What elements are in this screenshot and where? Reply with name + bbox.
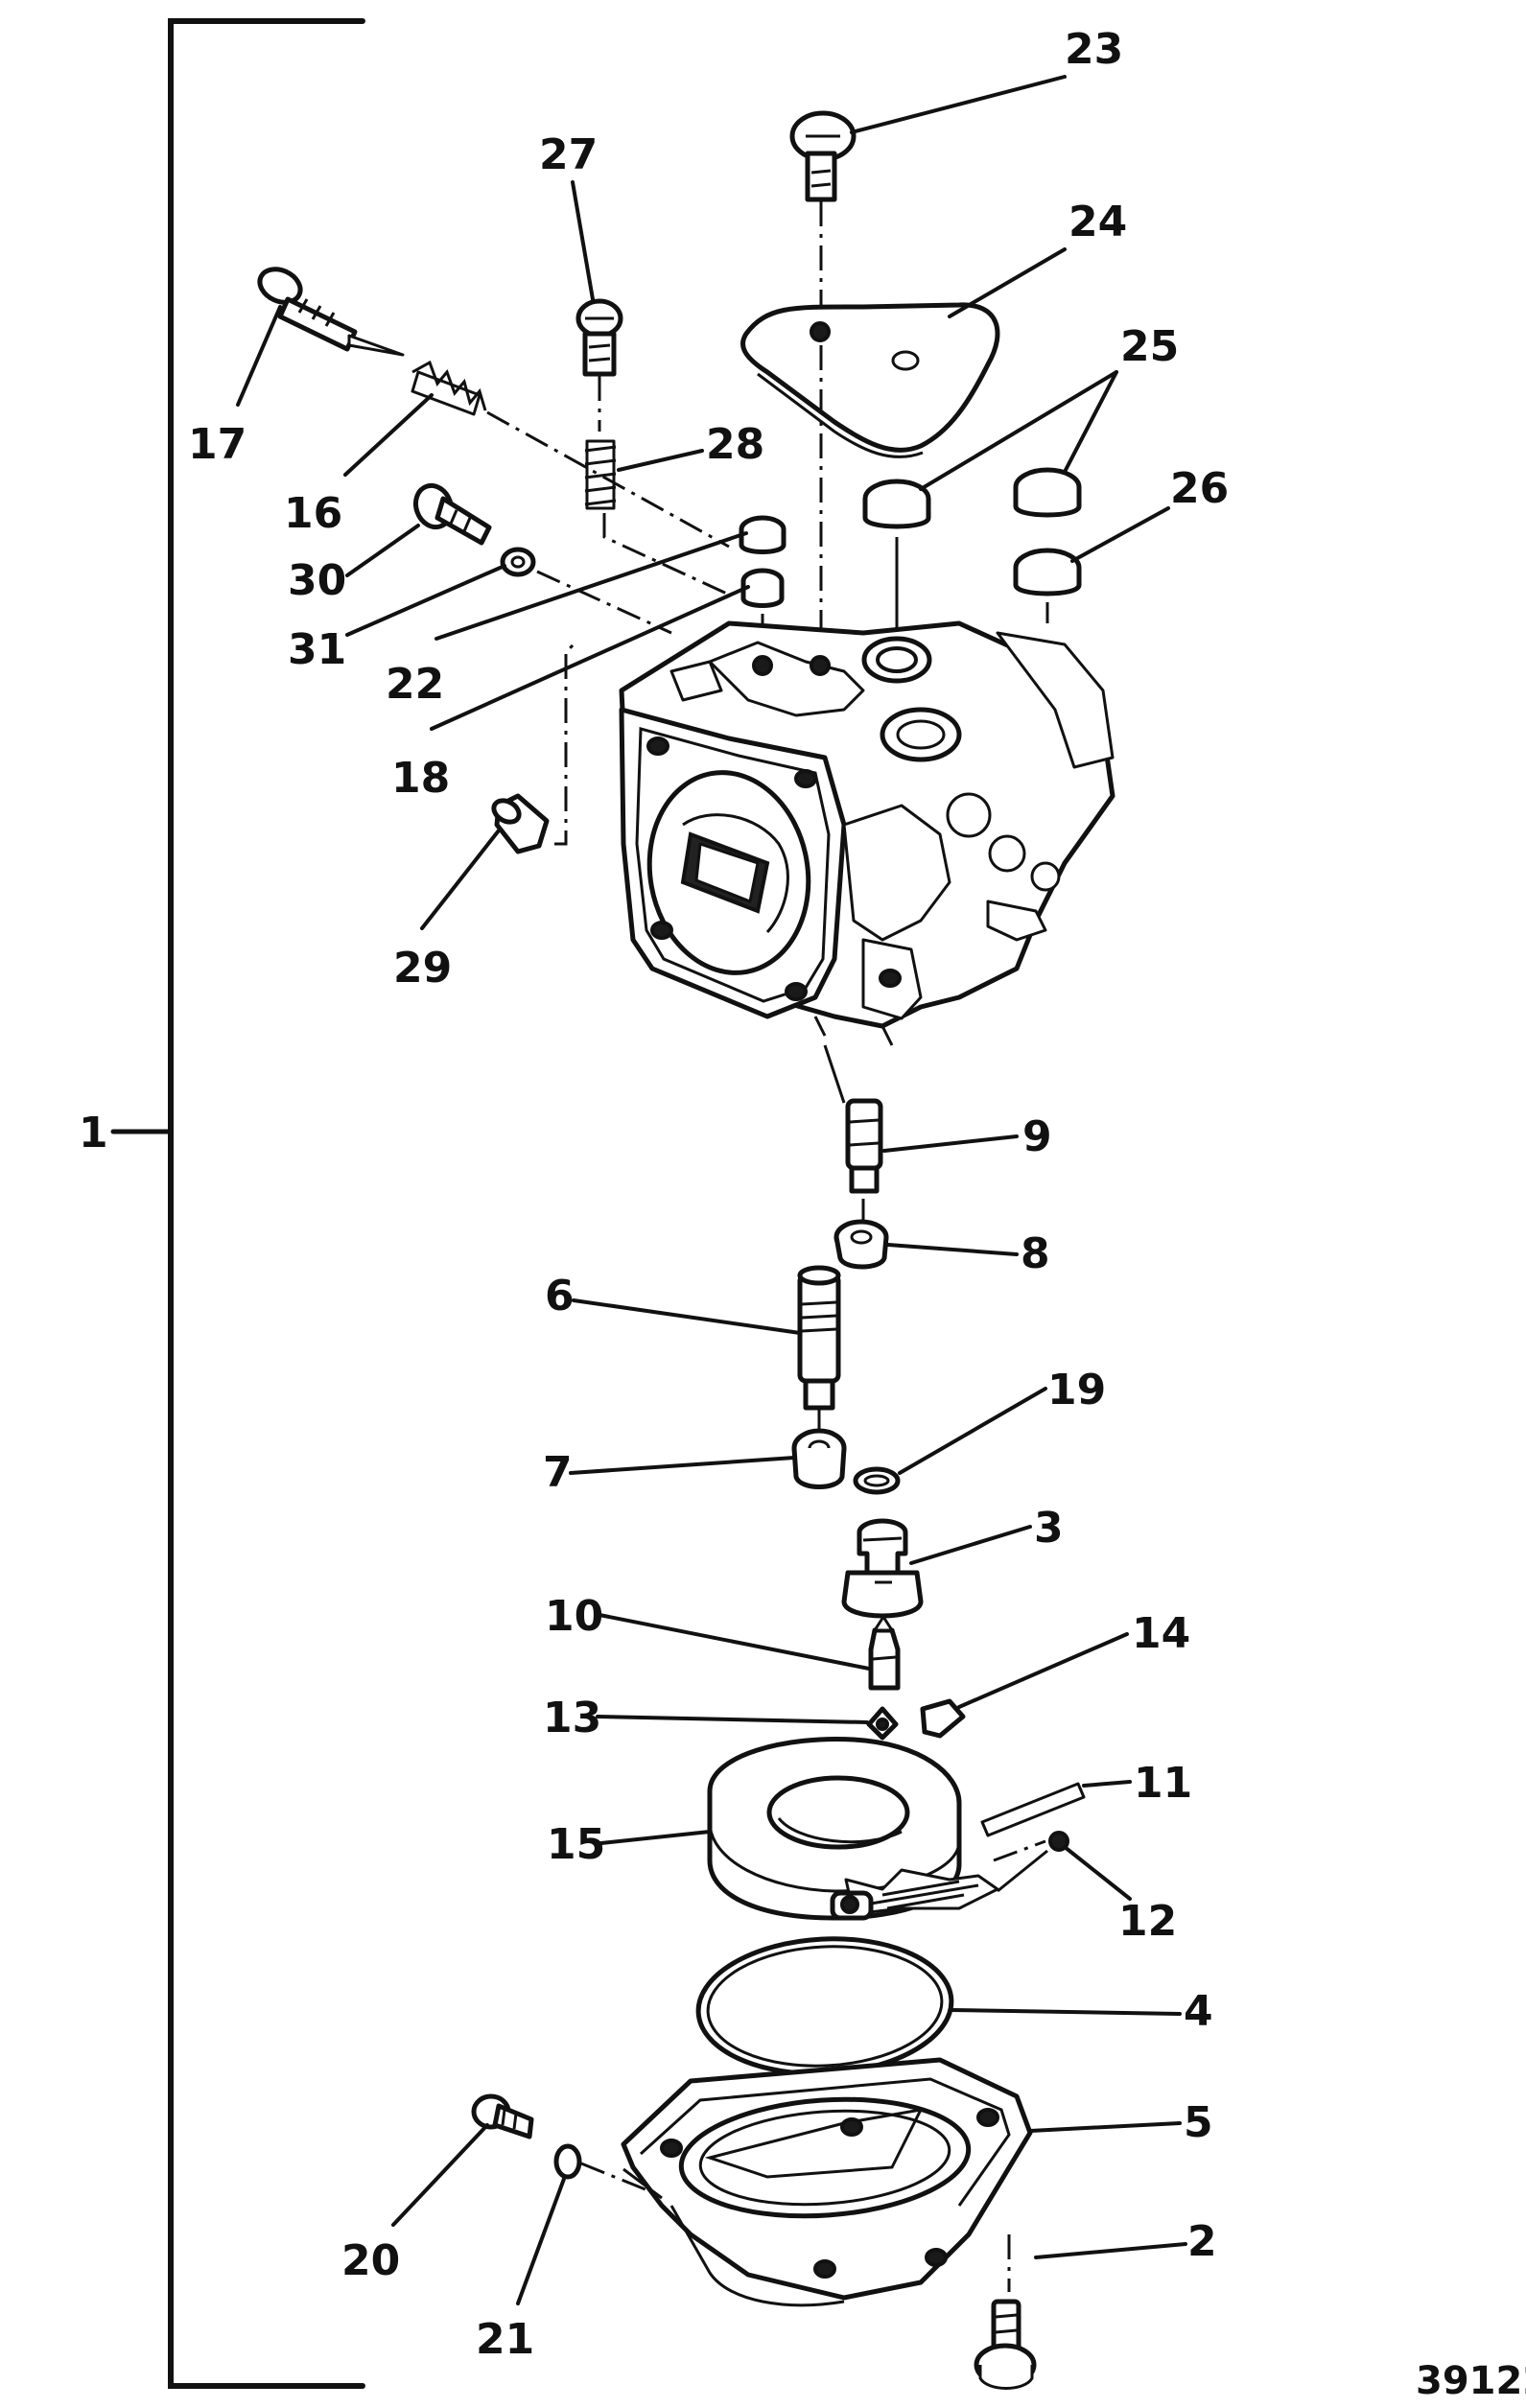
label-14: 14	[1132, 1609, 1190, 1658]
leader-lines	[236, 75, 1187, 2305]
label-25: 25	[1120, 322, 1179, 371]
label-9: 9	[1022, 1112, 1052, 1161]
label-22: 22	[386, 660, 444, 709]
part-16-spring	[411, 360, 730, 549]
part-7-main-jet	[791, 1410, 847, 1489]
part-15-float	[707, 1737, 999, 1921]
part-25-plugs	[862, 467, 1082, 529]
label-29: 29	[393, 944, 452, 993]
part-29-jet	[491, 641, 577, 854]
part-20-drain-screw	[471, 2093, 534, 2139]
assembly-bracket	[110, 18, 365, 2389]
label-7: 7	[543, 1448, 573, 1497]
part-31-washer	[500, 547, 672, 635]
label-28: 28	[706, 420, 764, 469]
label-2: 2	[1187, 2217, 1217, 2266]
part-27-screw	[575, 298, 623, 432]
label-21: 21	[476, 2315, 534, 2364]
label-27: 27	[539, 130, 598, 179]
label-20: 20	[341, 2236, 400, 2285]
label-26: 26	[1170, 464, 1229, 513]
part-5-float-bowl	[621, 2057, 1033, 2307]
label-15: 15	[547, 1820, 605, 1869]
part-4-gasket	[695, 1936, 954, 2076]
label-1: 1	[79, 1109, 108, 1157]
part-30-screw	[412, 482, 492, 546]
label-4: 4	[1184, 1987, 1213, 2036]
label-5: 5	[1184, 2098, 1213, 2147]
carburetor-body	[619, 620, 1115, 1046]
label-6: 6	[545, 1272, 575, 1321]
part-9-nozzle	[823, 1044, 883, 1194]
label-12: 12	[1118, 1897, 1177, 1946]
part-6-emulsion-tube	[797, 1265, 841, 1411]
part-8-jet	[833, 1199, 889, 1270]
part-24-cover-plate	[740, 302, 1000, 643]
label-23: 23	[1065, 25, 1123, 74]
part-12-pin	[997, 1831, 1069, 1893]
label-13: 13	[543, 1694, 601, 1742]
part-10-needle	[868, 1615, 901, 1691]
label-18: 18	[391, 754, 450, 803]
part-14-clip	[920, 1698, 966, 1739]
part-21-washer	[553, 2143, 663, 2198]
part-17-needle-screw	[257, 267, 405, 357]
label-10: 10	[545, 1592, 603, 1641]
callout-labels: 1 2 3 4 5 6 7 8 9 10 11 12 13 14 15 16 1…	[79, 25, 1526, 2403]
part-3-needle-seat	[841, 1518, 924, 1619]
label-30: 30	[288, 556, 346, 605]
label-19: 19	[1047, 1366, 1106, 1414]
part-19-o-ring	[853, 1466, 901, 1495]
label-8: 8	[1021, 1229, 1050, 1278]
label-31: 31	[288, 625, 346, 674]
label-17: 17	[188, 420, 247, 469]
label-11: 11	[1134, 1759, 1192, 1808]
figure-number: 39122	[1416, 2359, 1526, 2403]
part-2-screw	[974, 2299, 1037, 2390]
label-24: 24	[1068, 198, 1127, 246]
part-18-plug	[740, 568, 785, 662]
part-22-plug	[739, 515, 786, 554]
label-16: 16	[284, 489, 342, 538]
part-11-pin	[980, 1782, 1086, 1862]
part-23-screw	[789, 110, 857, 316]
part-28-spring	[584, 439, 730, 596]
label-3: 3	[1034, 1504, 1064, 1553]
